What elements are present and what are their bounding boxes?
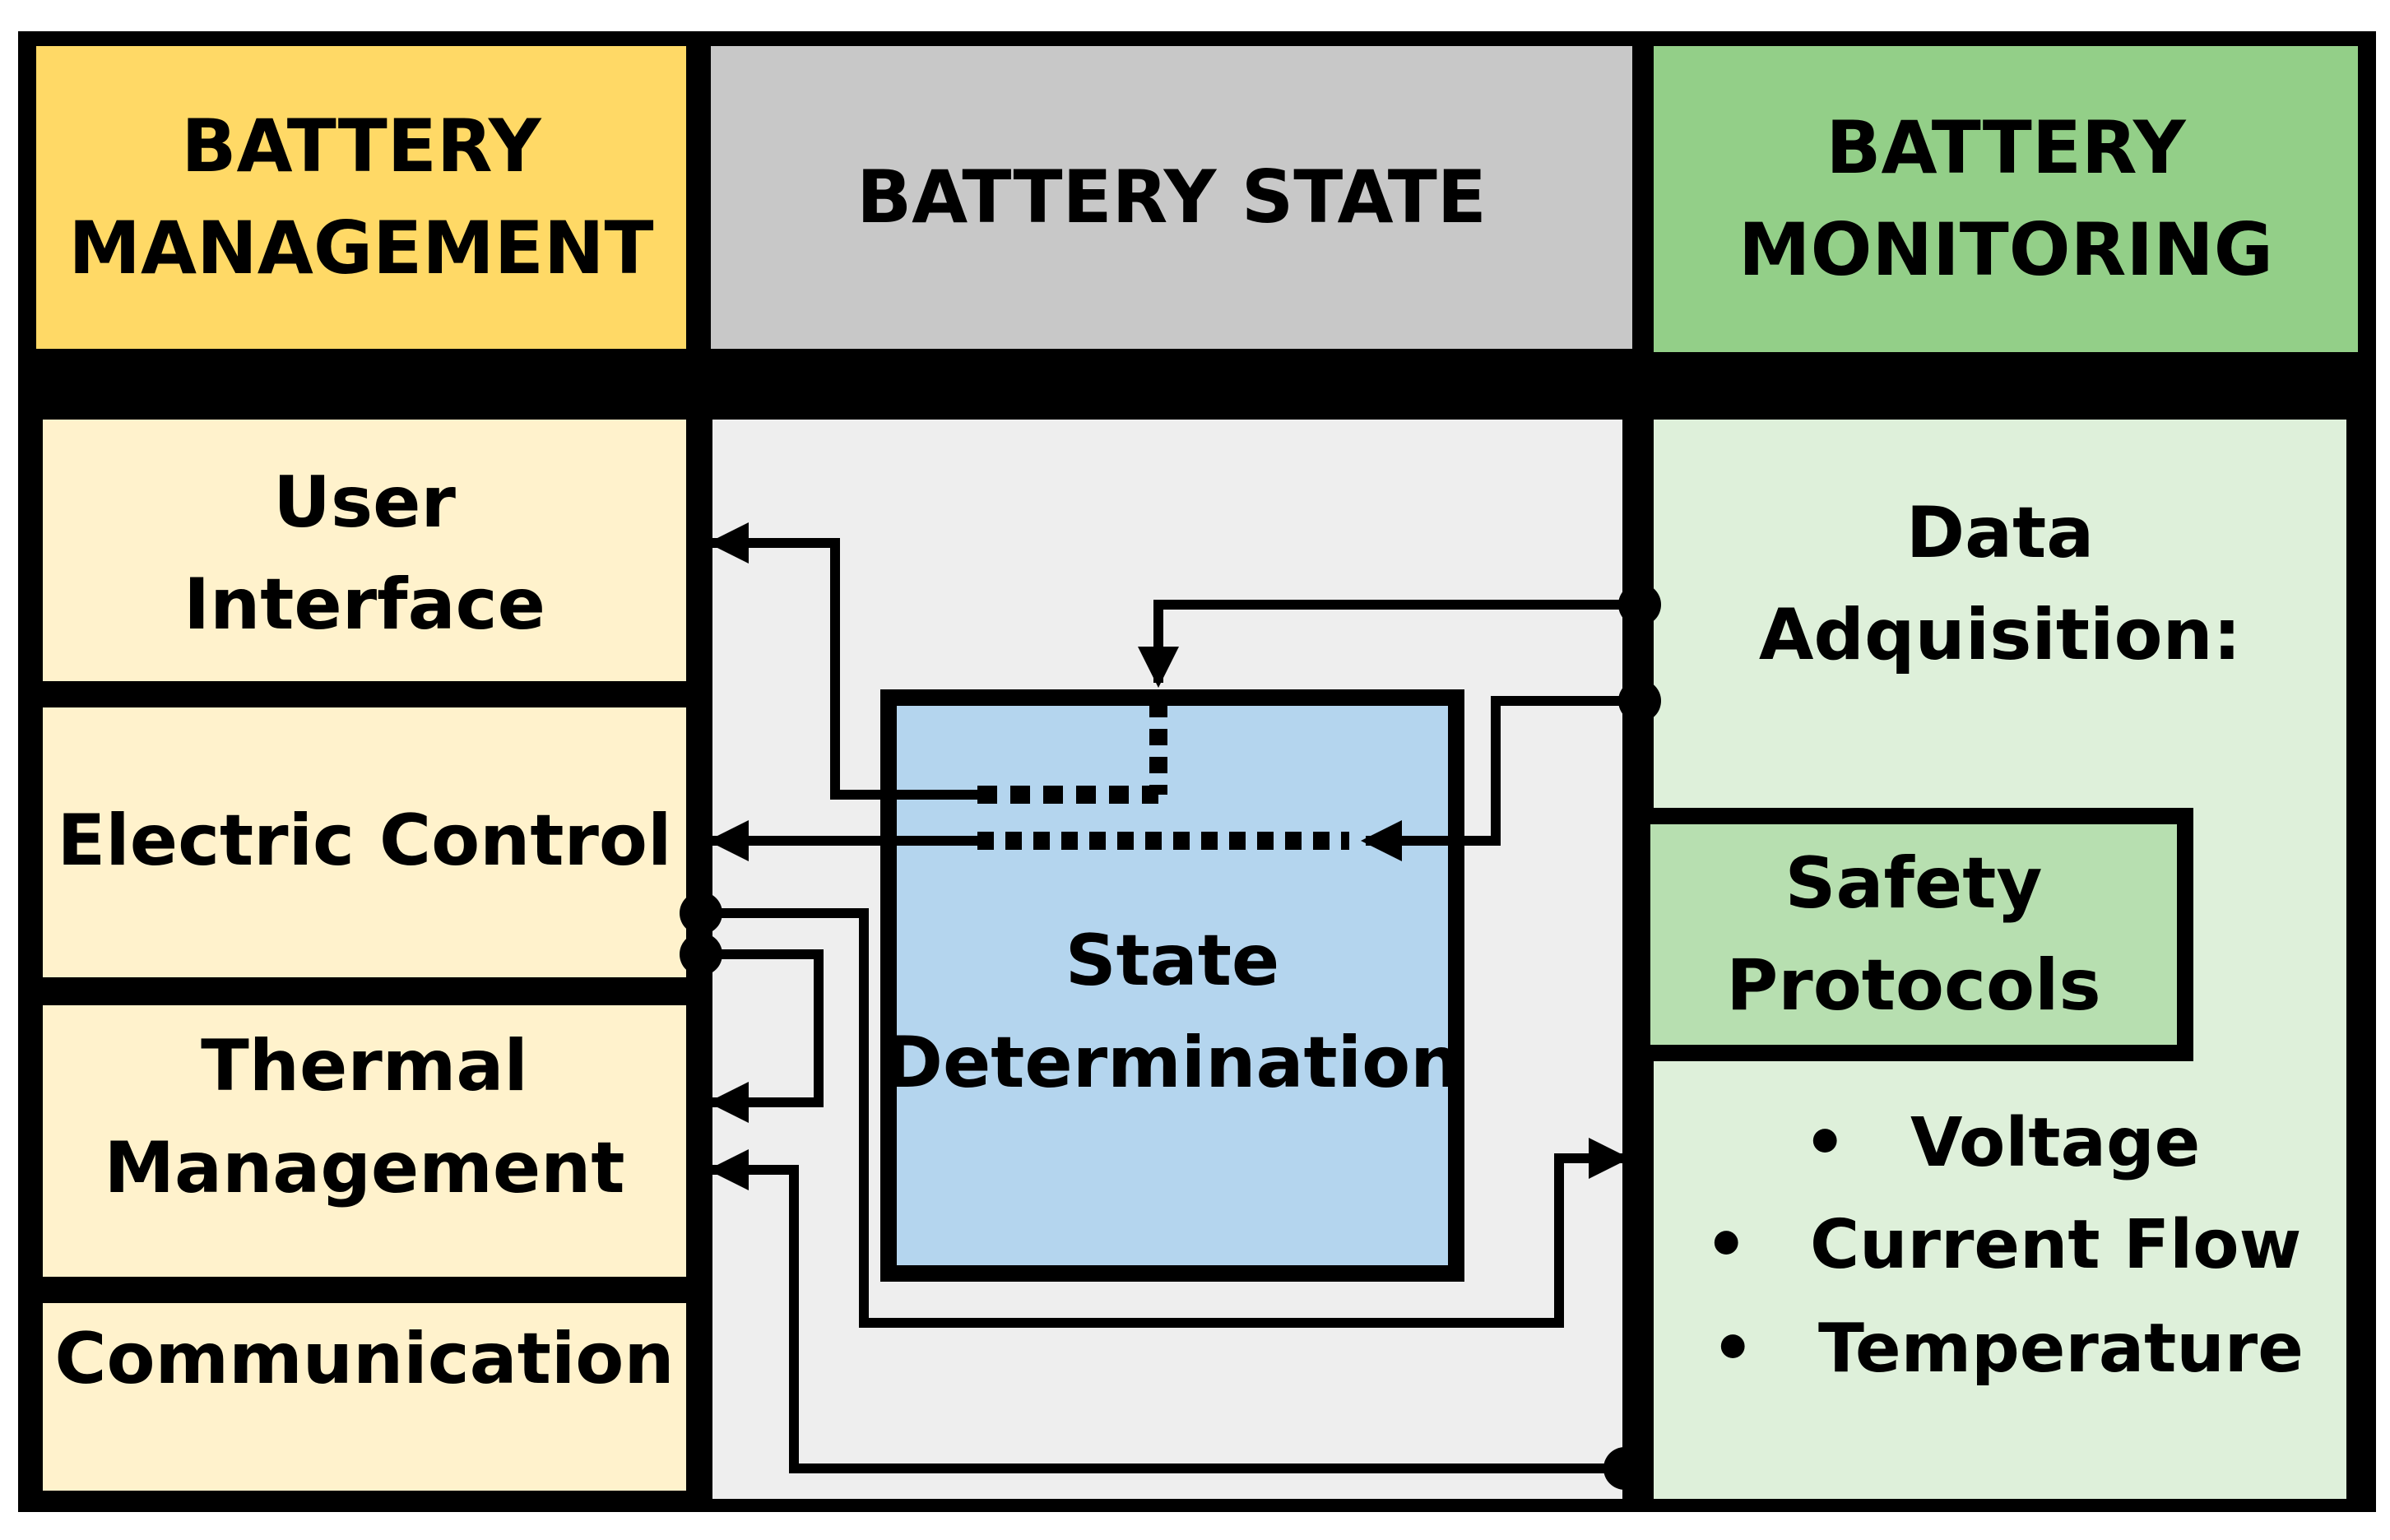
junction-dot [1603, 1447, 1646, 1490]
junction-dot [680, 892, 722, 935]
monitoring-header-title: BATTERY MONITORING [1738, 105, 2273, 292]
junction-dot [1618, 680, 1661, 722]
safety-protocols-label: Safety Protocols [1726, 842, 2101, 1027]
electric-control-label: Electric Control [57, 800, 672, 882]
parameter-item-temperature: Temperature [1818, 1310, 2304, 1388]
state-determination-label: State Determination [884, 920, 1461, 1104]
monitoring-to-thermal-line [708, 1149, 1625, 1473]
bullet-marker: • [1711, 1310, 1755, 1388]
management-header-cell [36, 46, 686, 349]
safety-protocols-box [1634, 808, 2193, 1061]
data-acquisition-label: Data Adquisition: [1758, 492, 2242, 676]
bullet-marker: • [1803, 1104, 1847, 1182]
data-to-state-line [1138, 600, 1641, 688]
thermal-management-label: Thermal Management [104, 1025, 625, 1209]
state-header-title: BATTERY STATE [856, 155, 1487, 239]
user-interface-cell [43, 420, 686, 681]
monitoring-to-state-line [1361, 696, 1641, 861]
electric-control-cell [43, 707, 686, 977]
state-header-cell [711, 46, 1632, 349]
parameter-item-voltage: Voltage [1910, 1104, 2201, 1182]
management-header-title: BATTERY MANAGEMENT [68, 104, 654, 290]
electric-to-monitoring-line [701, 908, 1630, 1328]
junction-dot [680, 933, 722, 976]
thermal-management-cell [43, 1005, 686, 1277]
user-interface-label: User Interface [183, 462, 545, 646]
monitoring-header-cell [1654, 46, 2358, 352]
parameter-item-current-flow: Current Flow [1810, 1206, 2302, 1284]
electric-to-thermal-line [701, 949, 824, 1123]
connector-lines [701, 522, 1641, 1473]
communication-cell [43, 1303, 686, 1491]
communication-label: Communication [54, 1318, 675, 1400]
state-to-user-interface-line [708, 522, 977, 800]
bullet-marker: • [1705, 1206, 1748, 1284]
junction-dots [680, 583, 1661, 1490]
junction-dot [1618, 583, 1661, 626]
